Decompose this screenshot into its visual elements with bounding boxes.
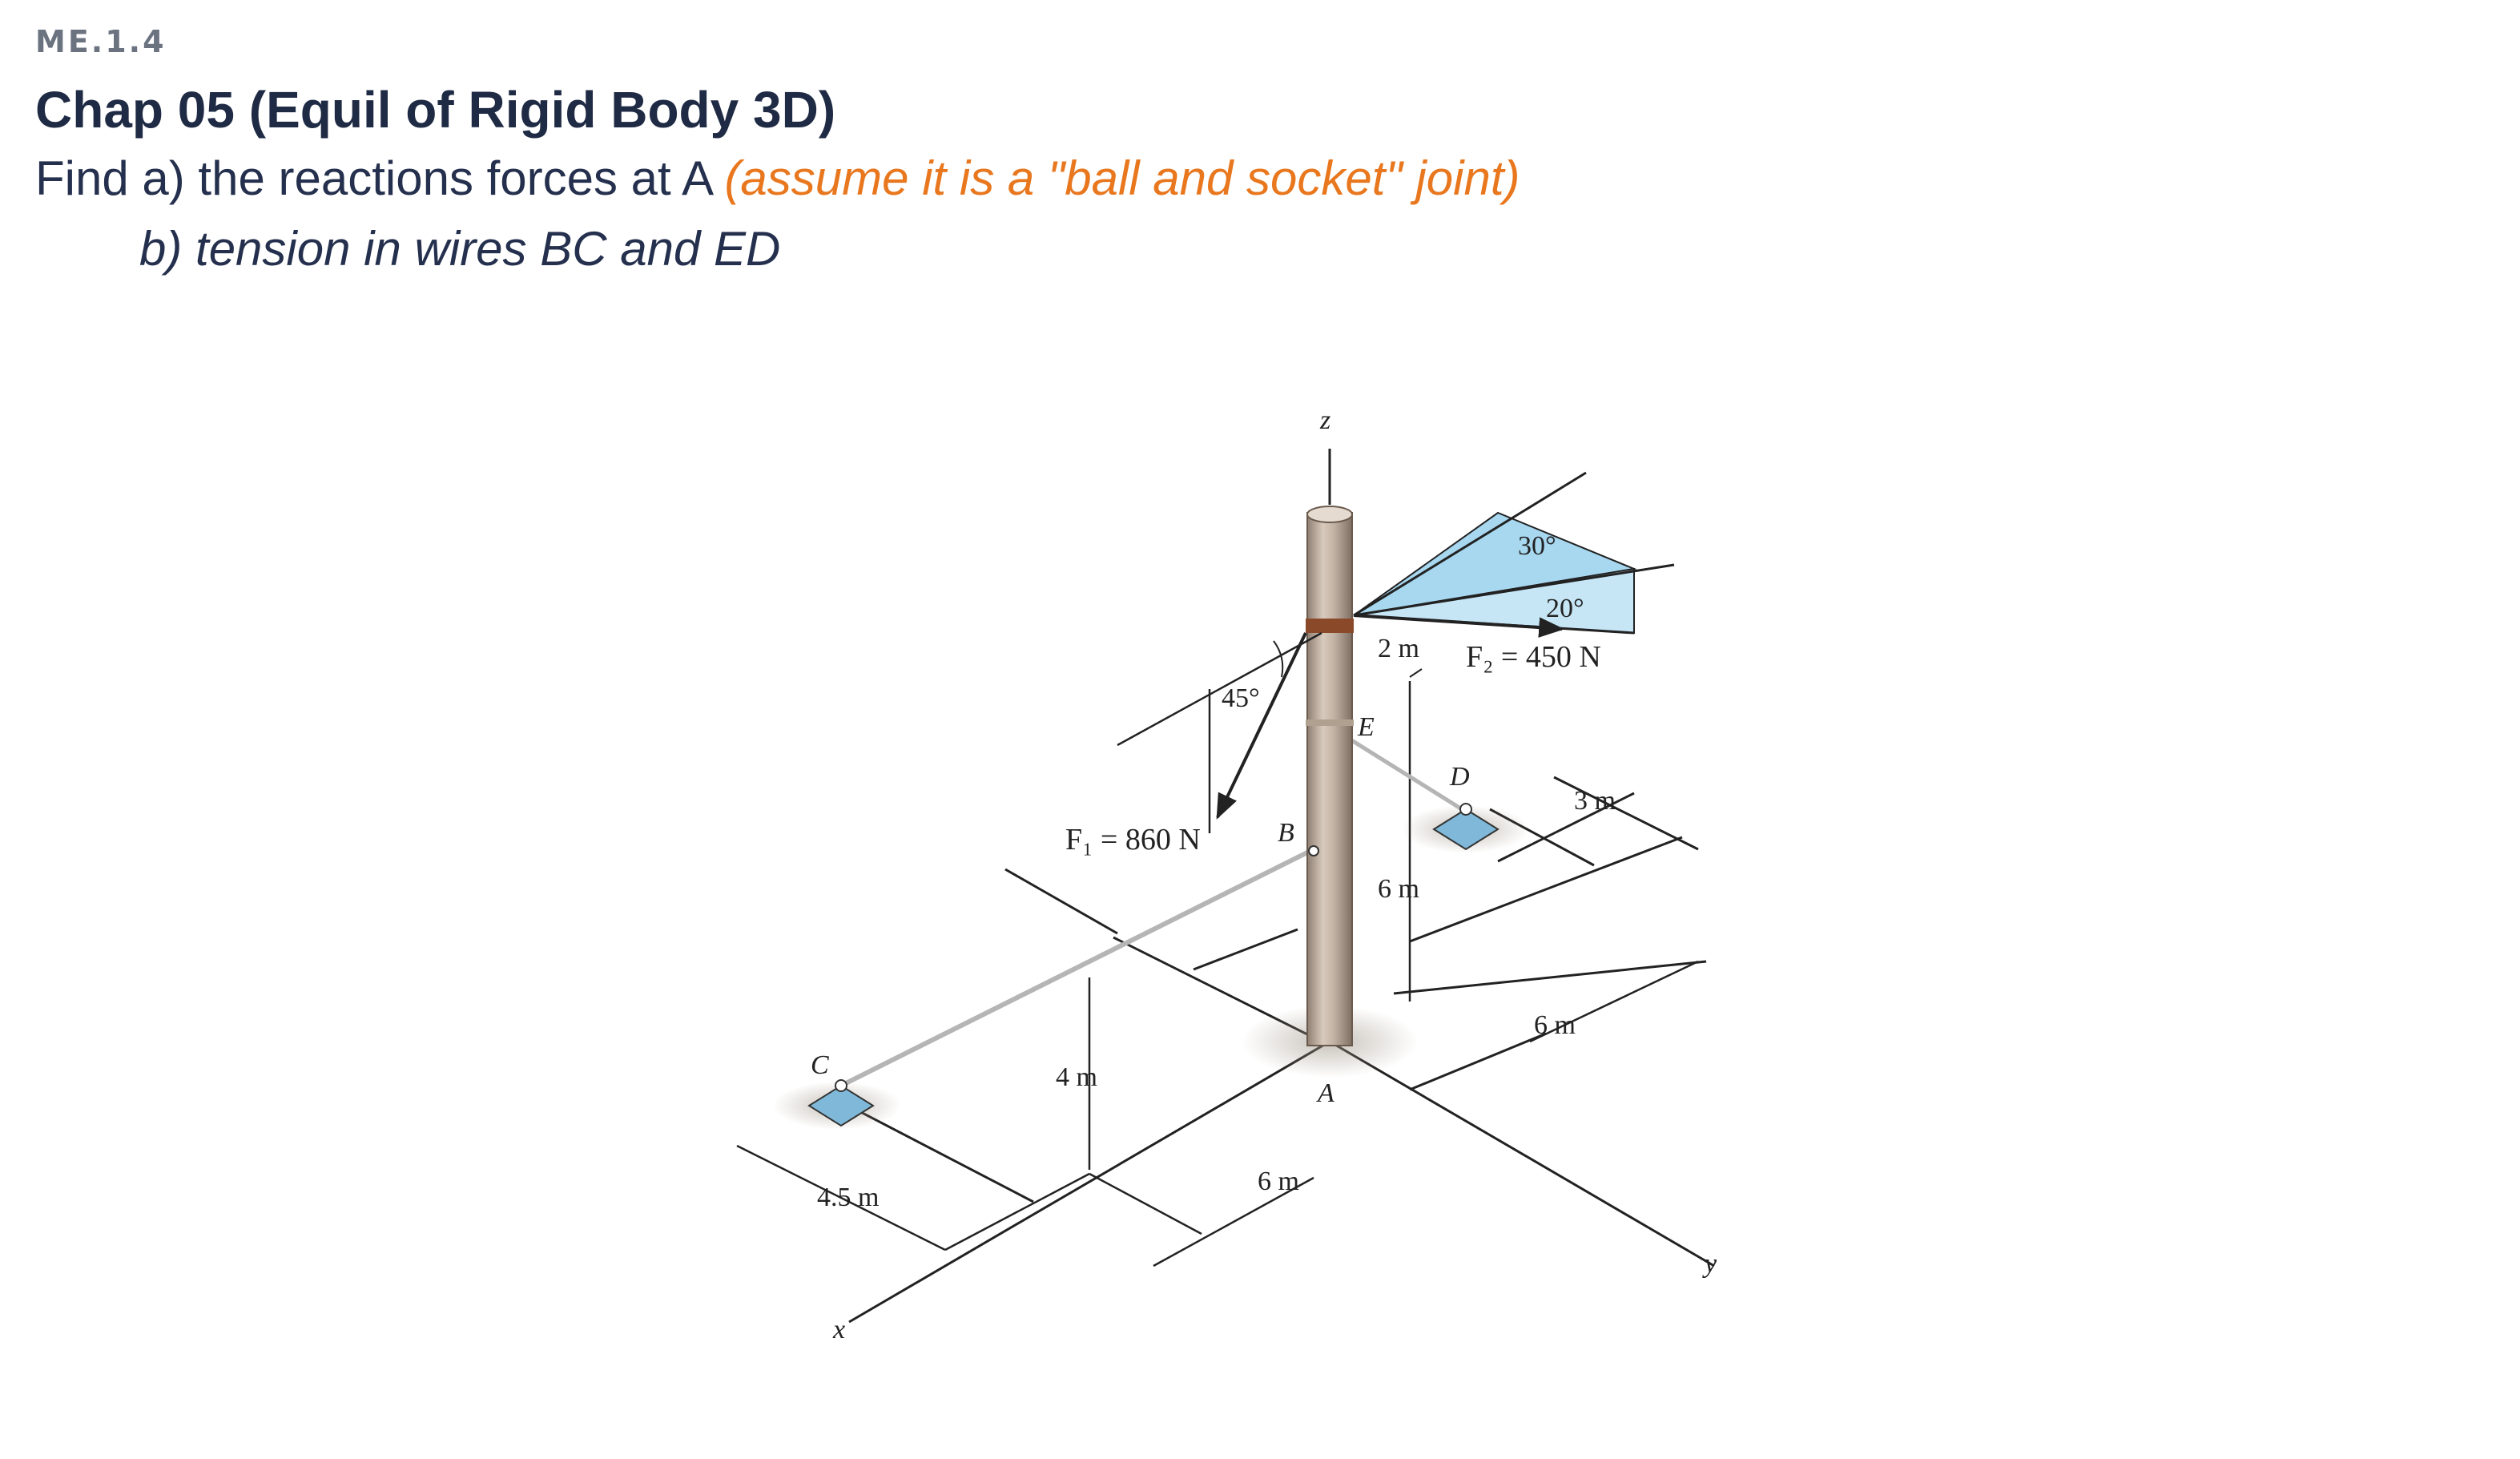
question-part-b: b) tension in wires BC and ED xyxy=(139,222,781,276)
label-angle-30: 30° xyxy=(1518,531,1556,561)
label-6m-bottom: 6 m xyxy=(1258,1167,1299,1196)
dim-2m xyxy=(1409,668,1423,678)
label-z: z xyxy=(1319,405,1330,435)
support-c xyxy=(807,1079,875,1127)
label-4m: 4 m xyxy=(1056,1062,1097,1092)
support-d xyxy=(1432,803,1500,851)
label-d: D xyxy=(1449,762,1470,792)
label-f2: F₂ = 450 N xyxy=(1466,640,1601,674)
point-b-marker xyxy=(1308,845,1319,856)
ball-socket-hint: (assume it is a "ball and socket" joint) xyxy=(724,151,1520,205)
label-3m: 3 m xyxy=(1574,786,1616,816)
label-x: x xyxy=(832,1315,845,1344)
label-c: C xyxy=(811,1050,829,1080)
pole-band-e xyxy=(1306,719,1354,726)
label-6m-pole: 6 m xyxy=(1378,874,1419,904)
chapter-title: Chap 05 (Equil of Rigid Body 3D) xyxy=(35,81,836,139)
dimension-lines xyxy=(736,681,1699,1268)
problem-code: ME.1.4 xyxy=(35,24,167,59)
label-4-5m: 4.5 m xyxy=(817,1183,879,1212)
label-6m-right: 6 m xyxy=(1534,1010,1576,1040)
question-part-a: Find a) the reactions forces at A (assum… xyxy=(35,151,1520,206)
pole-top xyxy=(1306,506,1353,523)
label-y: y xyxy=(1702,1249,1717,1279)
f2-angle-cone xyxy=(1353,471,1675,638)
f1-force xyxy=(1117,631,1322,833)
label-angle-45: 45° xyxy=(1222,683,1260,713)
label-e: E xyxy=(1357,712,1375,742)
pole-band xyxy=(1306,619,1354,633)
label-angle-20: 20° xyxy=(1546,594,1584,623)
cable-ed xyxy=(1332,727,1463,812)
question-a-text: Find a) the reactions forces at A xyxy=(35,151,725,205)
cable-bc xyxy=(839,847,1315,1088)
label-2m: 2 m xyxy=(1378,634,1419,663)
pole xyxy=(1306,512,1353,1046)
label-b: B xyxy=(1278,818,1294,848)
label-a: A xyxy=(1316,1078,1334,1108)
ground-lines xyxy=(832,776,1715,1324)
label-f1: F₁ = 860 N xyxy=(1065,823,1201,856)
